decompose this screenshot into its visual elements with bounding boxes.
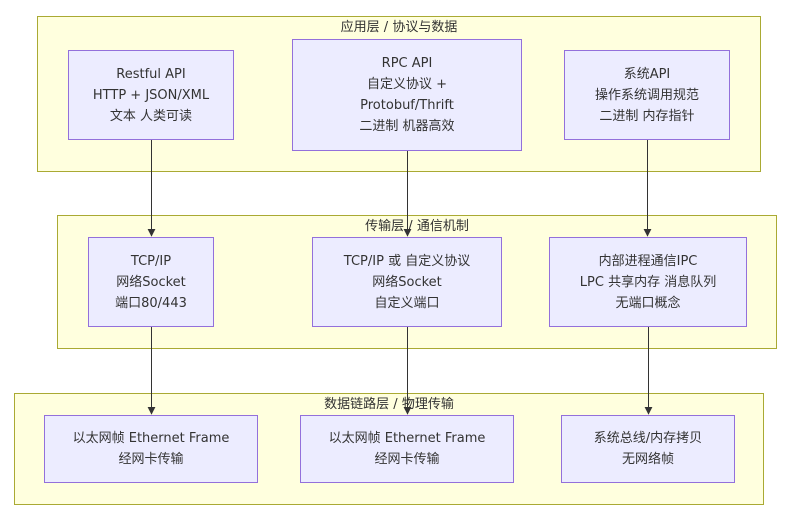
node-sysbus-line-1: 系统总线/内存拷贝 [593,431,703,446]
node-rpc-line-3: Protobuf/Thrift [360,98,454,113]
node-rpc-line-1: RPC API [381,56,433,71]
node-eth1-line-1: 以太网帧 Ethernet Frame [72,431,230,446]
node-sysbus-line-2: 无网络帧 [621,452,674,467]
node-ipc-line-3: 无端口概念 [615,295,681,311]
node-eth2-line-2: 经网卡传输 [374,452,440,467]
node-restful-api: Restful API HTTP + JSON/XML 文本 人类可读 [68,50,234,140]
node-restful-line-2: HTTP + JSON/XML [92,87,210,103]
node-ipc: 内部进程通信IPC LPC 共享内存 消息队列 无端口概念 [549,237,747,327]
node-restful-line-3: 文本 人类可读 [109,108,193,124]
node-tcp-ip: TCP/IP 网络Socket 端口80/443 [88,237,214,327]
node-rpc-line-2: 自定义协议 + [366,77,448,92]
node-rpc-api: RPC API 自定义协议 + Protobuf/Thrift 二进制 机器高效 [292,39,522,151]
node-sysapi-line-2: 操作系统调用规范 [594,87,699,103]
node-system-api: 系统API 操作系统调用规范 二进制 内存指针 [564,50,730,140]
node-rpc-transport: TCP/IP 或 自定义协议 网络Socket 自定义端口 [312,237,502,327]
node-system-bus: 系统总线/内存拷贝 无网络帧 [561,415,735,483]
node-tcpip-line-1: TCP/IP [130,253,172,269]
node-eth2-line-1: 以太网帧 Ethernet Frame [328,431,486,446]
node-ethernet-frame-1: 以太网帧 Ethernet Frame 经网卡传输 [44,415,258,483]
node-sysapi-line-1: 系统API [623,66,671,82]
layer-transport-title: 传输层 / 通信机制 [365,219,469,234]
node-eth1-line-2: 经网卡传输 [118,452,184,467]
node-tcpip-line-3: 端口80/443 [115,295,187,311]
node-restful-line-1: Restful API [116,66,186,82]
node-sysapi-line-3: 二进制 内存指针 [599,108,695,124]
layer-application-title: 应用层 / 协议与数据 [340,20,458,35]
node-rpctransport-line-3: 自定义端口 [374,295,440,311]
node-rpctransport-line-2: 网络Socket [372,274,442,290]
node-ipc-line-2: LPC 共享内存 消息队列 [579,274,717,290]
node-ethernet-frame-2: 以太网帧 Ethernet Frame 经网卡传输 [300,415,514,483]
layer-datalink-title: 数据链路层 / 物理传输 [324,397,454,412]
node-rpc-line-4: 二进制 机器高效 [359,119,455,134]
node-ipc-line-1: 内部进程通信IPC [598,253,698,269]
node-tcpip-line-2: 网络Socket [116,274,186,290]
node-rpctransport-line-1: TCP/IP 或 自定义协议 [343,253,471,269]
